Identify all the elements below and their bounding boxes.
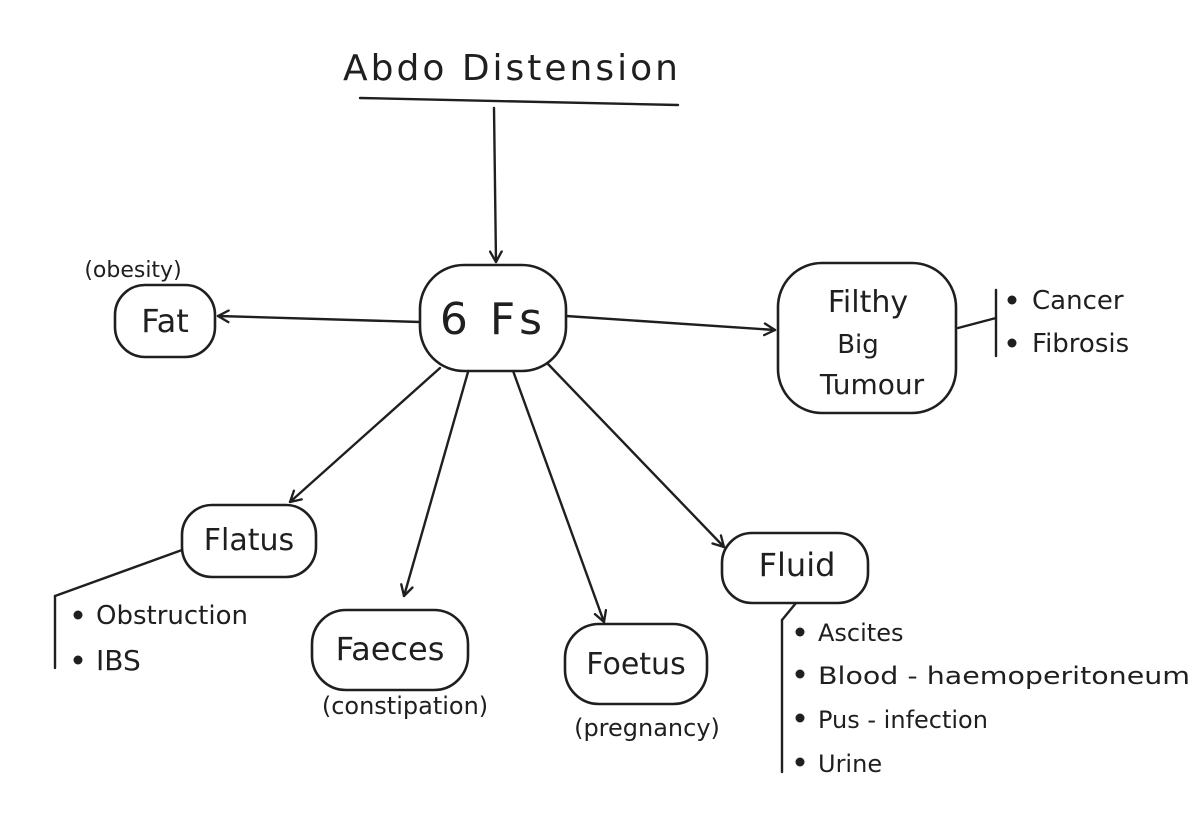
tumour-bullet-1 xyxy=(1007,295,1017,305)
fat-label: Fat xyxy=(141,302,189,340)
arrow-title-to-center xyxy=(488,106,503,264)
tumour-item-2: Fibrosis xyxy=(1032,329,1129,359)
foetus-label: Foetus xyxy=(586,647,685,682)
fluid-item-3: Pus - infection xyxy=(818,706,988,734)
fluid-bullet-3 xyxy=(795,713,805,723)
center-node xyxy=(418,263,568,373)
foetus-note: (pregnancy) xyxy=(574,714,720,742)
fat-note: (obesity) xyxy=(84,258,181,283)
arrow-center-to-tumour xyxy=(564,314,777,337)
title-underline xyxy=(358,96,680,107)
faeces-note: (constipation) xyxy=(322,692,488,720)
fluid-item-4: Urine xyxy=(818,750,882,778)
center-label: 6 Fs xyxy=(440,294,546,345)
fluid-label: Fluid xyxy=(759,546,836,584)
faeces-node xyxy=(310,608,470,692)
flatus-bullet-2 xyxy=(73,655,83,665)
fluid-bullet-4 xyxy=(795,757,805,767)
fluid-item-2: Blood - haemoperitoneum xyxy=(818,662,1190,690)
tumour-label-line3: Tumour xyxy=(819,368,925,401)
arrow-center-to-faeces xyxy=(400,370,470,598)
flatus-bullet-1 xyxy=(73,610,83,620)
flatus-connector xyxy=(53,548,184,598)
fluid-item-1: Ascites xyxy=(818,619,903,647)
fat-node xyxy=(113,283,217,359)
foetus-node xyxy=(563,622,709,706)
flatus-item-2: IBS xyxy=(96,644,141,677)
tumour-item-1: Cancer xyxy=(1032,286,1124,316)
tumour-label-line2: Big xyxy=(837,330,879,360)
faeces-label: Faeces xyxy=(336,630,445,668)
tumour-label-line1: Filthy xyxy=(828,285,908,320)
flatus-node xyxy=(180,503,318,579)
arrow-center-to-foetus xyxy=(510,366,608,624)
flatus-item-1: Obstruction xyxy=(96,601,248,631)
fluid-bullet-1 xyxy=(795,627,805,637)
arrow-center-to-flatus xyxy=(288,366,442,504)
tumour-connector xyxy=(956,316,998,330)
arrow-center-to-fluid xyxy=(546,362,726,549)
arrow-center-to-fat xyxy=(216,309,422,324)
fluid-connector xyxy=(780,601,798,622)
diagram-title: Abdo Distension xyxy=(343,48,681,89)
flatus-label: Flatus xyxy=(204,523,294,558)
fluid-bullet-2 xyxy=(795,669,805,679)
tumour-node xyxy=(776,261,958,415)
tumour-bullet-2 xyxy=(1007,338,1017,348)
